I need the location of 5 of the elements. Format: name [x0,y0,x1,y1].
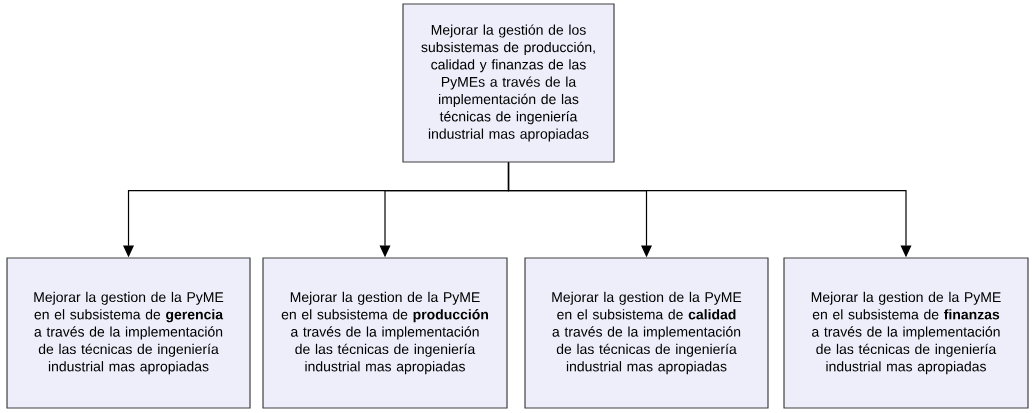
objective-box: Mejorar la gestion de la PyME en el subsistema de calidad a través de la implementación de las técnicas de ingeniería industrial mas apropiadas [524,257,769,409]
objective-box: Mejorar la gestion de la PyME en el subsistema de producción a través de la implementación de las técnicas de ingeniería industrial mas apropiadas [262,257,508,409]
objective-box: Mejorar la gestion de la PyME en el subsistema de finanzas a través de la implementación de las técnicas de ingeniería industrial mas apropiadas [783,257,1029,409]
goal-box: Mejorar la gestión de los subsistemas de producción, calidad y finanzas de las PyMEs a través de la implementación de las técnicas de ingeniería industrial mas apropiadas [402,3,615,163]
objective-box: Mejorar la gestion de la PyME en el subsistema de gerencia a través de la implementación de las técnicas de ingeniería industrial mas apropiadas [6,257,251,409]
